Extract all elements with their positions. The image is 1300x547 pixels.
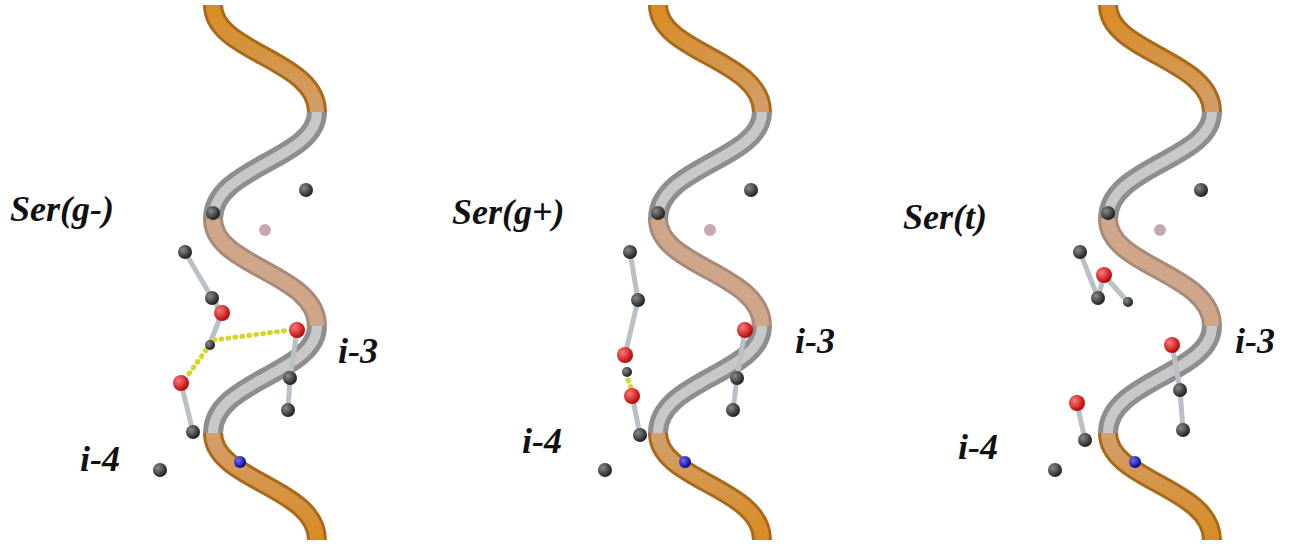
residue-label: i-3 [338,332,378,372]
conformer-label: Ser(t) [903,198,987,238]
conformer-label: Ser(g+) [452,193,565,233]
residue-label: i-4 [522,422,562,462]
residue-label: i-3 [795,322,835,362]
residue-label: i-3 [1235,322,1275,362]
residue-label: i-4 [958,428,998,468]
residue-label: i-4 [80,440,120,480]
conformer-label: Ser(g-) [10,190,114,230]
